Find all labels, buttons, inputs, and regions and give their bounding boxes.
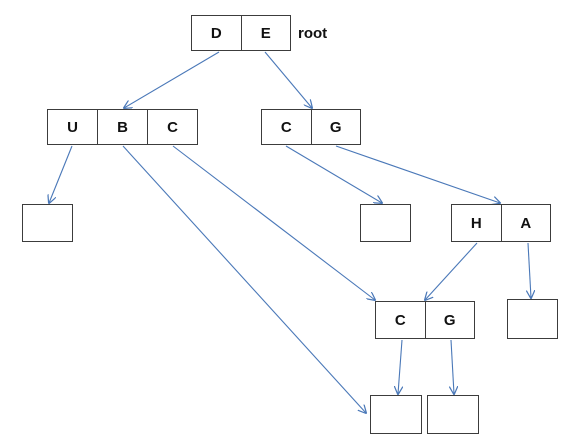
- key-cell: C: [376, 302, 426, 338]
- key-cell: G: [443, 311, 456, 329]
- node-cg-lower: C G: [375, 301, 475, 339]
- key-cell: D: [192, 16, 242, 50]
- root-label: root: [298, 25, 328, 42]
- edge-ubc-to-leaf_u: [49, 145, 73, 203]
- key-cell: H: [452, 205, 502, 241]
- node-ha: H A: [451, 204, 551, 242]
- edge-cg_lower-to-leaf_bottom_right: [451, 339, 454, 394]
- key-cell: A: [520, 214, 532, 232]
- edge-ubc-to-leaf_bottom_left: [122, 145, 366, 413]
- edge-ha-to-leaf_a: [528, 242, 531, 298]
- node-leaf-u: [22, 204, 73, 242]
- edge-ubc-to-cg_lower: [172, 145, 375, 300]
- key-cell: C: [167, 118, 178, 136]
- node-cg-upper: C G: [261, 109, 361, 145]
- node-leaf-cg: [360, 204, 411, 242]
- node-leaf-bottom-right: [427, 395, 479, 434]
- edge-root-to-cg_upper: [264, 51, 312, 108]
- key-cell: U: [48, 110, 98, 144]
- node-ubc: U B C: [47, 109, 198, 145]
- node-leaf-bottom-left: [370, 395, 422, 434]
- key-cell: G: [329, 118, 342, 136]
- node-root: D E: [191, 15, 291, 51]
- edge-cg_upper-to-leaf_cg: [285, 145, 382, 203]
- edge-ha-to-cg_lower: [425, 242, 478, 300]
- edge-root-to-ubc: [124, 51, 220, 108]
- key-cell: B: [98, 110, 148, 144]
- key-cell: C: [262, 110, 312, 144]
- edge-cg_lower-to-leaf_bottom_left: [398, 339, 402, 394]
- edge-cg_upper-to-ha: [335, 145, 500, 203]
- node-leaf-a: [507, 299, 558, 339]
- key-cell: E: [260, 24, 271, 42]
